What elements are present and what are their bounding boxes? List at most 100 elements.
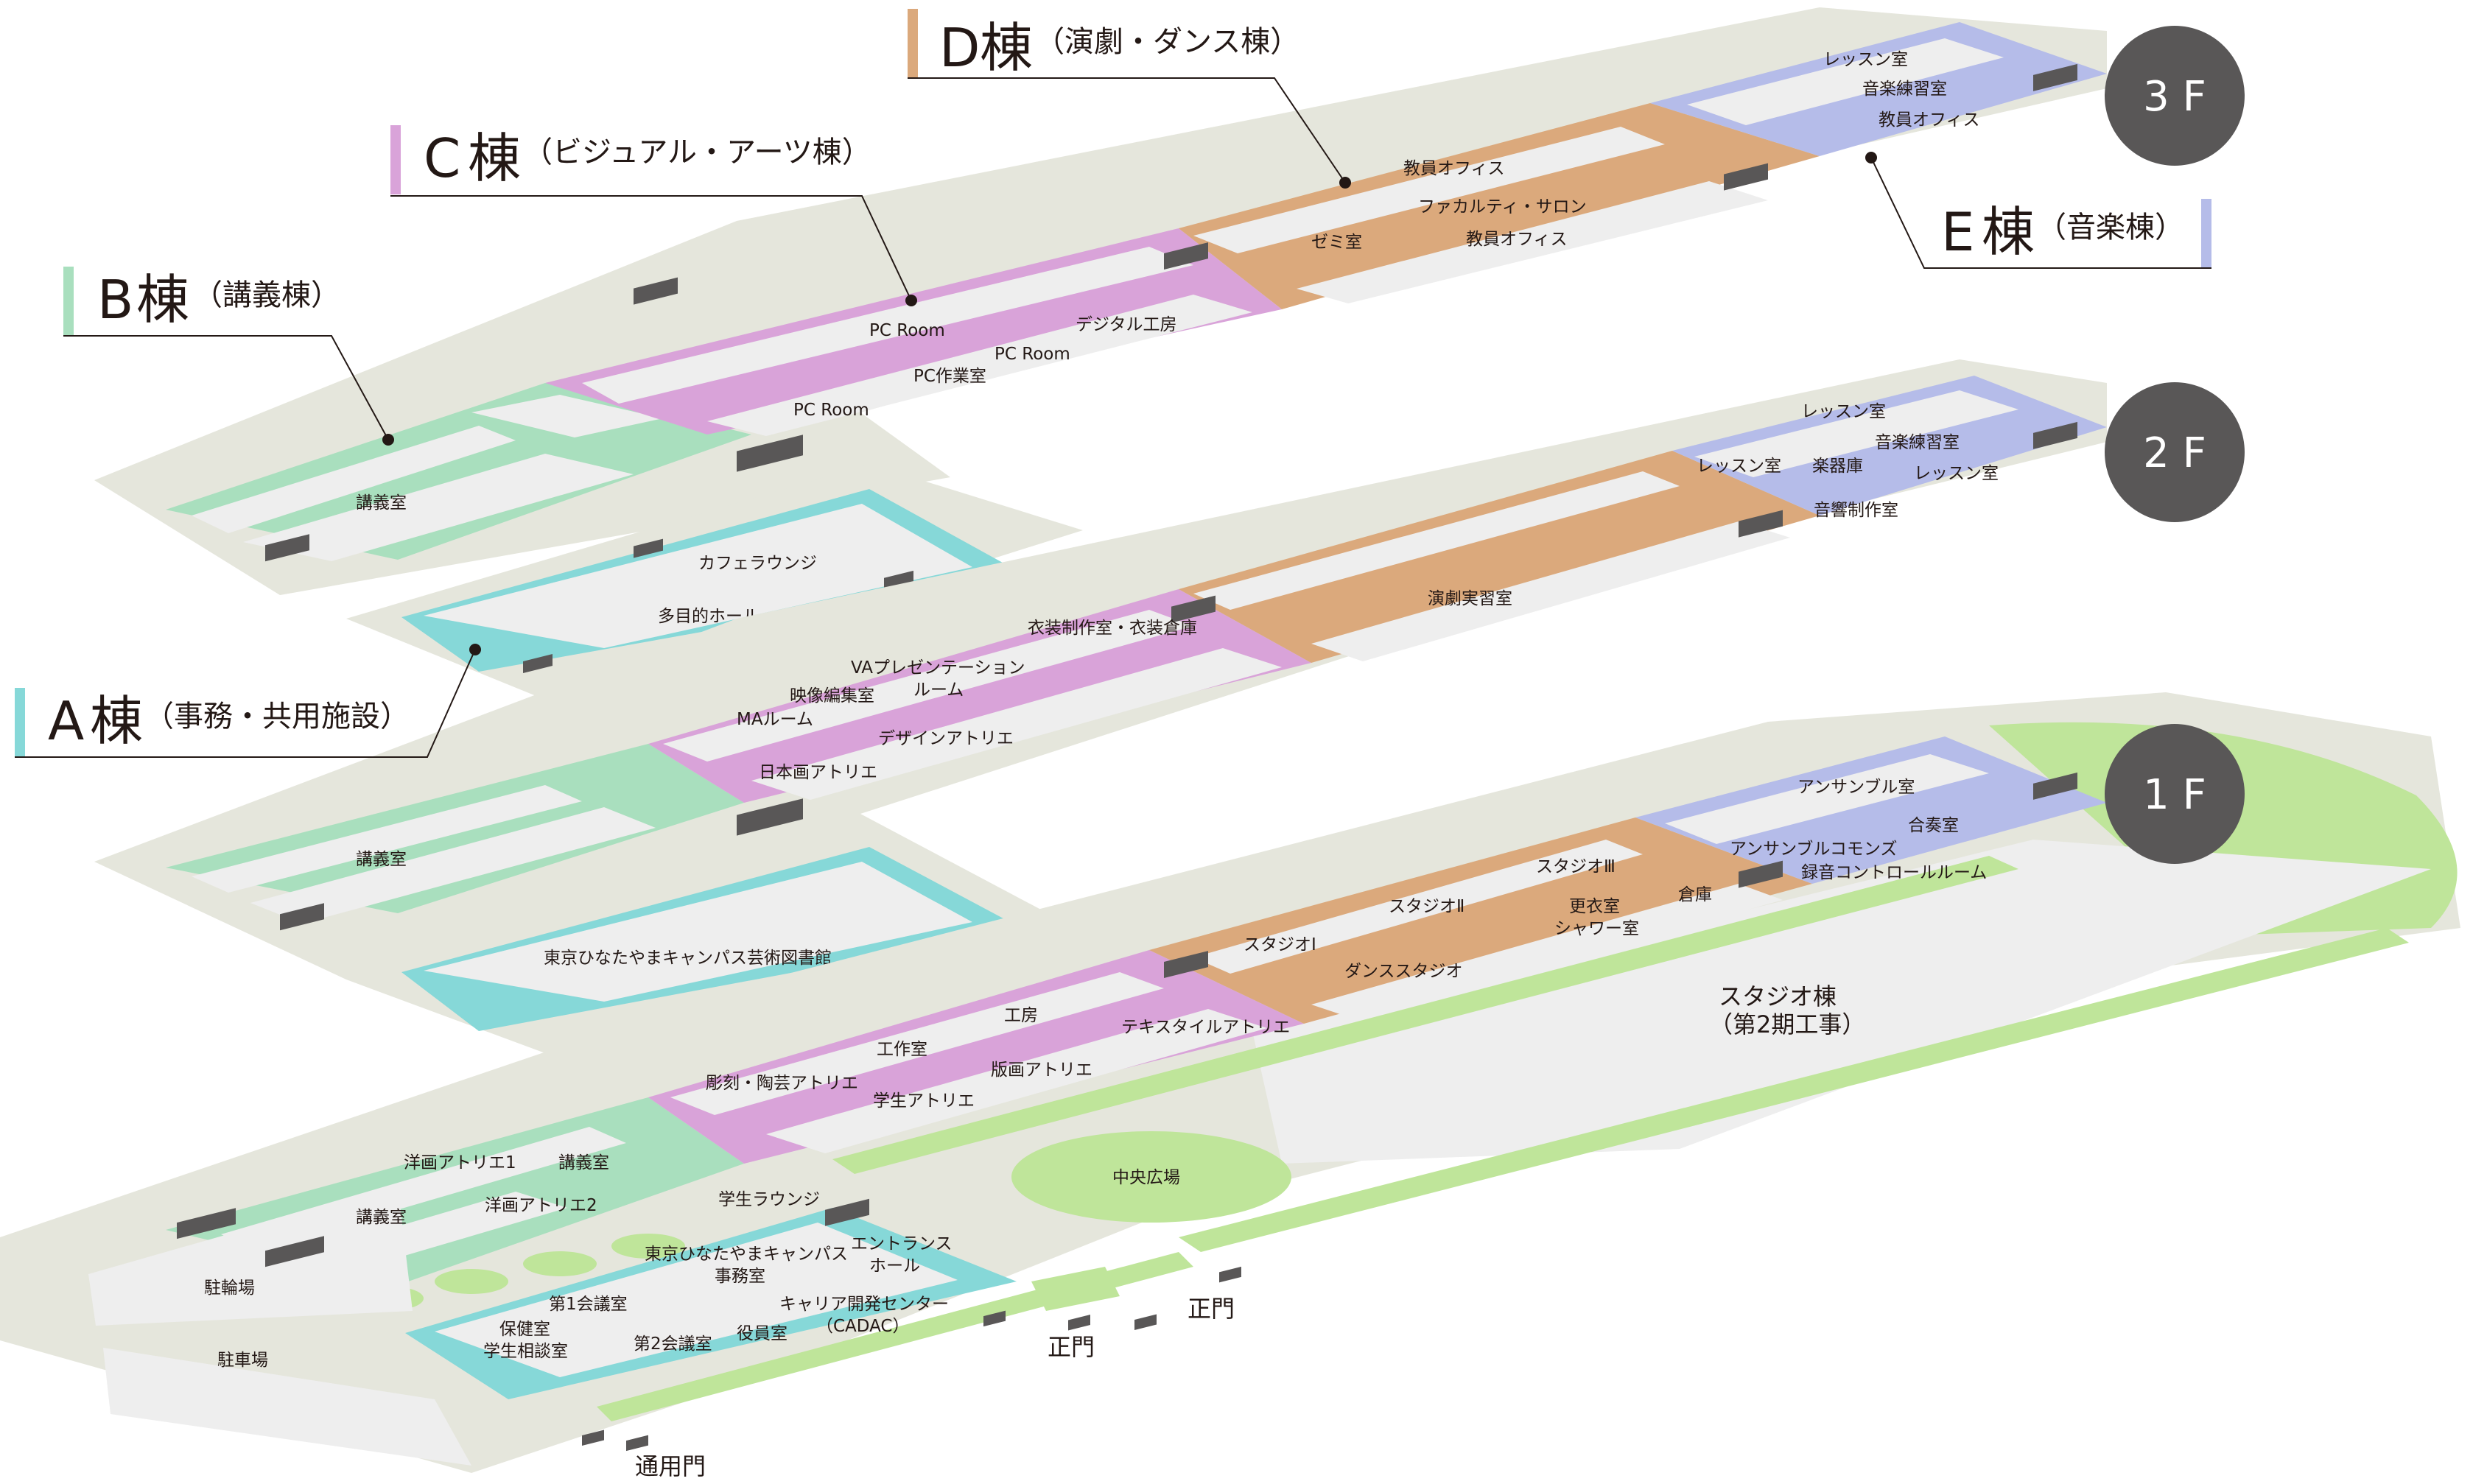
building-d-3f-rooms: [1297, 181, 1768, 303]
building-a-1f-floor: [435, 1223, 958, 1377]
building-c-1f-rooms: [766, 1009, 1267, 1153]
building-a-2f-floor: [424, 862, 972, 1002]
room-label: PC Room: [869, 321, 945, 340]
building-d-1f-rooms: [1193, 840, 1643, 974]
green-strip: [1179, 928, 2409, 1252]
callout-line: [1870, 157, 2211, 269]
building-b-3f-rooms: [243, 454, 634, 561]
room-label: 東京ひなたやまキャンパス芸術図書館: [544, 949, 832, 968]
building-b-2f-rooms: [250, 807, 656, 924]
room-label: 音楽練習室: [1862, 80, 1947, 99]
stairs: [634, 277, 678, 305]
studio-building-planned: [1252, 840, 2431, 1164]
car-parking: [103, 1348, 471, 1466]
stairs: [634, 538, 663, 558]
bike-parking: [88, 1186, 413, 1326]
room-label: （第2期工事）: [1709, 1010, 1865, 1038]
stairs: [1739, 860, 1783, 888]
legend-subtitle: （演劇・ダンス棟）: [1035, 25, 1299, 59]
legend-kanji: 棟: [468, 127, 521, 189]
room-label: 事務室: [715, 1267, 765, 1286]
legend-subtitle: （講義棟）: [193, 278, 340, 312]
legend-swatch-d: [908, 9, 918, 78]
room-label: 駐輪場: [204, 1279, 255, 1298]
legend-swatch-b: [63, 267, 74, 336]
building-c-2f-rooms: [751, 648, 1282, 800]
room-label: 保健室: [499, 1320, 550, 1339]
room-label: 学生相談室: [483, 1342, 568, 1361]
room-label: PC Room: [995, 345, 1070, 364]
room-label: MAルーム: [737, 710, 813, 729]
room-label: スタジオⅡ: [1389, 897, 1465, 916]
room-label: PC Room: [793, 401, 869, 420]
green-strip: [832, 856, 2018, 1174]
room-label: アンサンブル室: [1797, 778, 1915, 797]
legend-building-c: C 棟 （ビジュアル・アーツ棟）: [390, 125, 917, 306]
building-e-1f-rooms: [1665, 754, 1989, 844]
callout-dot: [469, 644, 481, 655]
room-label: 学生ラウンジ: [718, 1190, 820, 1209]
room-label: 工房: [1004, 1006, 1038, 1025]
room-label: 講義室: [356, 1208, 407, 1227]
building-e-2f-rooms: [1694, 390, 2018, 477]
legend-building-a: A 棟 （事務・共用施設）: [15, 644, 481, 758]
building-c-1f-rooms: [670, 972, 1164, 1115]
lawn-oval: [523, 1251, 597, 1276]
gate-mark: [1219, 1266, 1241, 1283]
building-d-3f-rooms: [1193, 127, 1665, 253]
building-b-3f-rooms: [192, 426, 516, 533]
room-label: PC作業室: [913, 367, 986, 386]
room-label: ダンススタジオ: [1344, 962, 1463, 981]
room-label: エントランス: [851, 1234, 953, 1253]
room-label: レッスン室: [1697, 457, 1781, 476]
legend-kanji: 棟: [1982, 201, 2035, 263]
room-label: ホール: [869, 1256, 920, 1276]
room-label: 日本画アトリエ: [759, 763, 877, 782]
stairs: [280, 903, 324, 931]
building-d-2f: [1179, 451, 1820, 663]
stairs: [1164, 242, 1208, 270]
room-label: 駐車場: [217, 1351, 268, 1370]
room-label: 役員室: [737, 1324, 788, 1343]
room-label: 倉庫: [1678, 885, 1712, 904]
stairs: [825, 1198, 869, 1226]
room-label: テキスタイルアトリエ: [1121, 1018, 1290, 1037]
floor-2f: 講義室 衣装制作室・衣装倉庫 VAプレゼンテーション ルーム 映像編集室 MAル…: [94, 359, 2107, 1053]
room-label: 彫刻・陶芸アトリエ: [706, 1074, 858, 1093]
callout-line: [15, 649, 476, 758]
stairs: [1171, 595, 1216, 623]
stairs: [2033, 63, 2077, 91]
room-label: 音楽練習室: [1875, 433, 1960, 452]
callout-dot: [1339, 177, 1351, 189]
building-b-3f-rooms: [471, 395, 663, 437]
stairs: [2033, 421, 2077, 449]
building-c-3f-rooms: [707, 295, 1252, 436]
room-label: 音響制作室: [1814, 501, 1898, 520]
building-d-1f: [1149, 817, 1812, 1024]
gate-mark: [983, 1310, 1006, 1327]
room-label: デザインアトリエ: [878, 729, 1014, 748]
room-label: 録音コントロールルーム: [1801, 863, 1987, 882]
room-label: 中央広場: [1112, 1168, 1180, 1187]
room-label: 衣装制作室・衣装倉庫: [1028, 619, 1197, 638]
building-c-2f-rooms: [663, 610, 1193, 762]
legend-letter: C: [424, 127, 460, 189]
legend-letter: B: [97, 269, 133, 331]
stairs: [1164, 951, 1208, 979]
stairs: [1724, 163, 1768, 191]
callout-line: [908, 77, 1346, 183]
gate-label: 正門: [1188, 1295, 1235, 1323]
legend-building-d: D 棟 （演劇・ダンス棟）: [908, 9, 1351, 189]
stairs: [1739, 510, 1783, 538]
central-plaza: [1011, 1131, 1291, 1223]
room-label: 楽器庫: [1812, 457, 1863, 476]
building-c-3f-rooms: [582, 247, 1193, 404]
legend-kanji: 棟: [136, 269, 189, 331]
callout-dot: [905, 295, 917, 306]
green-strip: [1031, 1267, 1120, 1311]
room-label: シャワー室: [1554, 919, 1639, 938]
building-d-3f: [1179, 103, 1820, 309]
legend-letter: E: [1941, 201, 1975, 263]
room-label: スタジオⅠ: [1244, 935, 1316, 954]
room-label: レッスン室: [1914, 464, 1999, 483]
